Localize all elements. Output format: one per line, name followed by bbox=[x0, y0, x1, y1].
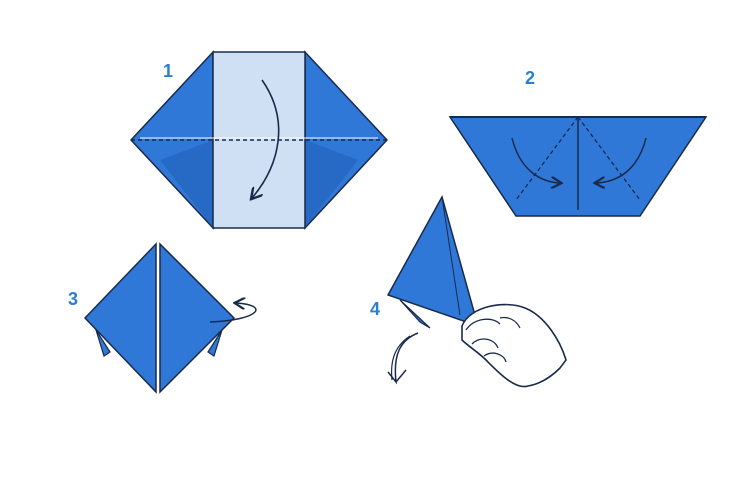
hand-icon bbox=[461, 303, 567, 388]
step-3-left-half bbox=[83, 242, 157, 394]
down-arrow-icon bbox=[387, 332, 419, 385]
step-1-figure: 1 bbox=[129, 50, 389, 230]
curved-arrow-icon bbox=[252, 79, 280, 198]
step-2-figure: 2 bbox=[448, 68, 708, 217]
step-3-figure: 3 bbox=[68, 242, 257, 394]
step-4-figure: 4 bbox=[370, 195, 567, 388]
step-4-triangle bbox=[386, 195, 480, 328]
step-3-right-half bbox=[159, 242, 236, 394]
rotate-arrow-icon bbox=[209, 303, 257, 323]
step-4-number: 4 bbox=[370, 299, 380, 319]
step-3-number: 3 bbox=[68, 289, 78, 309]
step-2-number: 2 bbox=[525, 68, 535, 88]
fold-arrow-icon bbox=[511, 137, 560, 183]
fold-arrow-icon bbox=[596, 137, 647, 183]
step-1-number: 1 bbox=[163, 61, 173, 81]
